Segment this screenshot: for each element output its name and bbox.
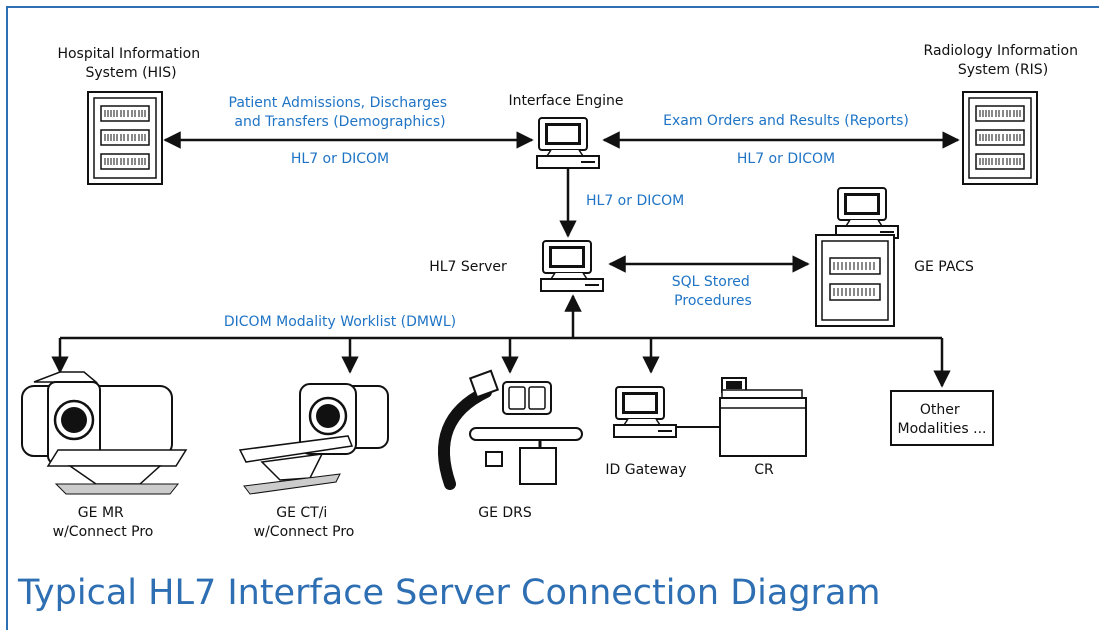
engine-server-protocol: HL7 or DICOM xyxy=(586,193,684,209)
engine-ris-label: Exam Orders and Results (Reports) xyxy=(663,113,909,129)
ct-scanner-icon xyxy=(238,383,389,495)
server-pacs-label: SQL Stored Procedures xyxy=(672,274,755,309)
other-modalities-box xyxy=(890,390,994,446)
his-server-icon xyxy=(87,91,163,185)
ris-server-icon xyxy=(962,91,1038,185)
ge-pacs-label: GE PACS xyxy=(914,259,974,275)
interface-engine-label: Interface Engine xyxy=(508,93,623,109)
diagram-title: Typical HL7 Interface Server Connection … xyxy=(17,573,881,613)
other-modalities-label: Other Modalities ... xyxy=(898,402,987,437)
ge-drs-label: GE DRS xyxy=(478,505,532,521)
ge-mr-label: GE MR w/Connect Pro xyxy=(53,505,154,540)
id-gateway-icon xyxy=(613,386,677,438)
his-engine-protocol: HL7 or DICOM xyxy=(291,151,389,167)
his-engine-label: Patient Admissions, Discharges and Trans… xyxy=(229,95,452,130)
ris-label: Radiology Information System (RIS) xyxy=(924,43,1083,78)
pacs-icon xyxy=(815,187,899,327)
engine-ris-protocol: HL7 or DICOM xyxy=(737,151,835,167)
id-gateway-label: ID Gateway xyxy=(605,462,686,478)
hl7-server-label: HL7 Server xyxy=(429,259,507,275)
interface-engine-icon xyxy=(536,117,600,169)
dmwl-label: DICOM Modality Worklist (DMWL) xyxy=(224,314,456,330)
cr-label: CR xyxy=(754,462,774,478)
cr-reader-icon xyxy=(719,377,807,457)
ge-ct-label: GE CT/i w/Connect Pro xyxy=(254,505,355,540)
his-label: Hospital Information System (HIS) xyxy=(57,46,204,81)
mr-scanner-icon xyxy=(21,371,188,495)
hl7-server-icon xyxy=(540,240,604,292)
drs-icon xyxy=(437,369,583,490)
page-frame xyxy=(6,6,1099,630)
